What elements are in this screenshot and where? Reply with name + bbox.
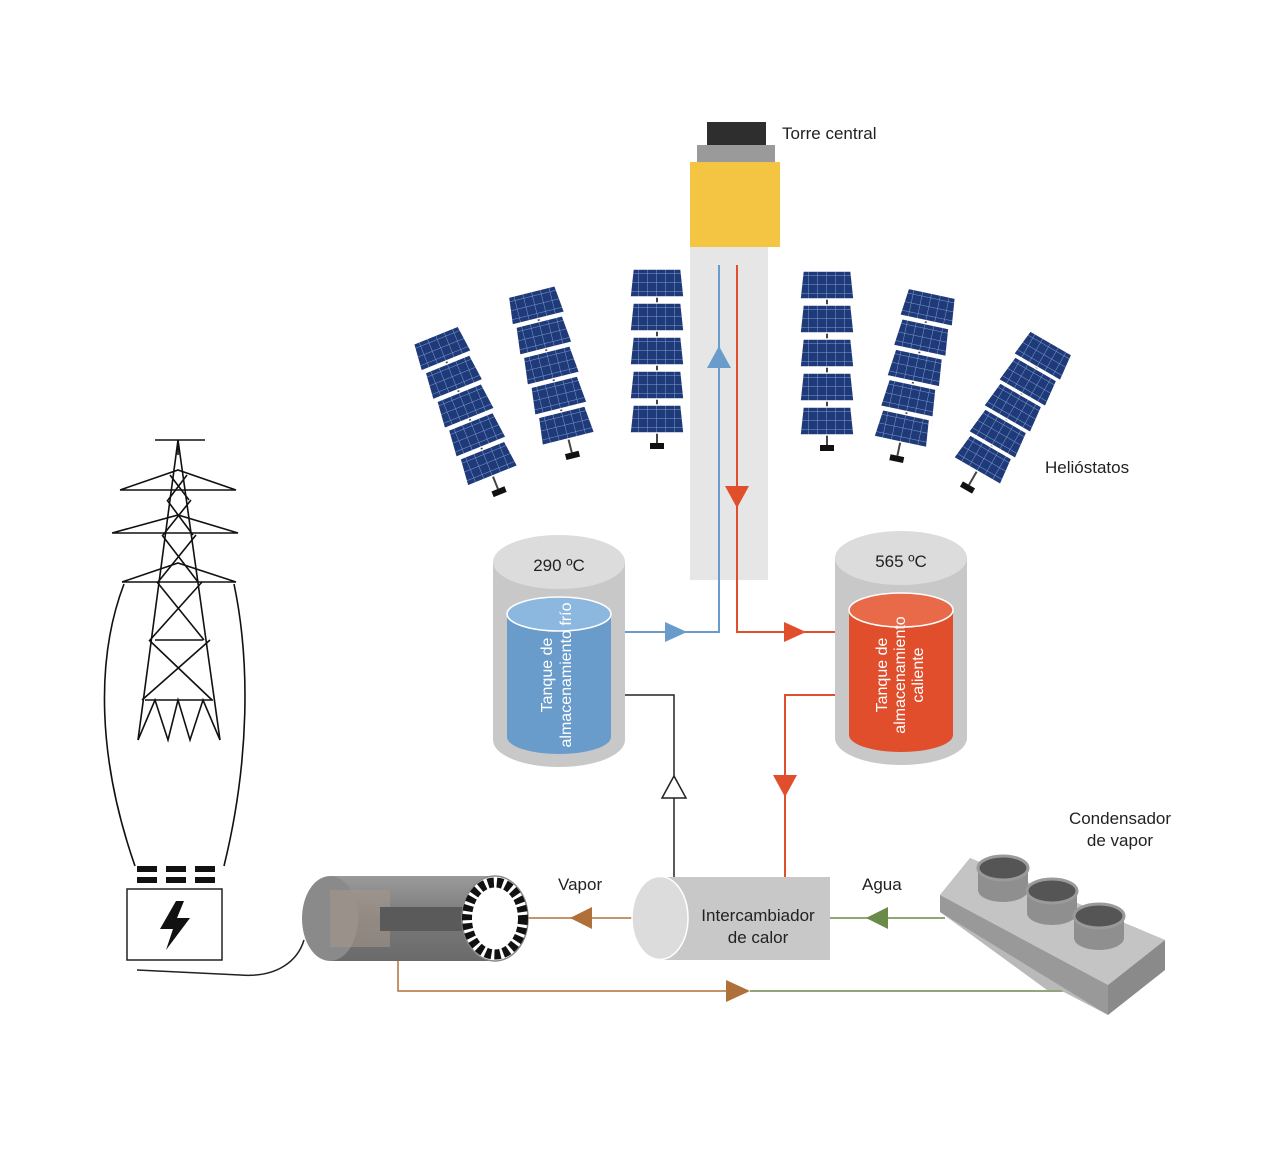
heat-exchanger [631, 875, 830, 961]
hot-tank-label-line3: caliente [910, 647, 927, 702]
hot-tank-label-line2: almacenamiento [892, 616, 909, 734]
power-cable [136, 939, 305, 977]
water-pipe [750, 907, 1080, 992]
heliostat-column-2 [504, 284, 596, 461]
cold-tank-label-line1: Tanque de [539, 638, 556, 713]
hot-tank-temperature: 565 ºC [875, 552, 927, 571]
condenser-label-line1: Condensador [1069, 809, 1171, 828]
hot-tank-label: Tanque de almacenamiento caliente [874, 616, 927, 734]
cold-storage-tank [493, 535, 625, 767]
turbine-generator [302, 875, 529, 962]
hot-salt-pipe [725, 265, 835, 877]
heliostat-column-3 [629, 268, 685, 449]
hot-tank-label-line1: Tanque de [874, 638, 891, 713]
cold-salt-pipe [623, 265, 731, 642]
tower-label: Torre central [782, 124, 876, 143]
exchanger-label-line1: Intercambiador [701, 906, 815, 925]
heliostat-column-4 [799, 270, 855, 451]
heliostat-column-5 [873, 286, 960, 464]
transmission-tower-icon [103, 439, 246, 867]
heliostats-label: Helióstatos [1045, 458, 1129, 477]
water-label: Agua [862, 875, 902, 894]
lightning-bolt-icon [160, 901, 190, 950]
exchanger-label-line2: de calor [728, 928, 789, 947]
central-tower [690, 122, 780, 580]
cold-tank-label: Tanque de almacenamiento frío [539, 602, 575, 747]
steam-label: Vapor [558, 875, 602, 894]
heliostat-column-1 [409, 324, 519, 498]
cold-tank-label-line2: almacenamiento frío [558, 602, 575, 747]
cold-tank-temperature: 290 ºC [533, 556, 585, 575]
steam-condenser [940, 854, 1165, 1015]
heliostat-column-6 [952, 328, 1076, 494]
return-pipe [623, 694, 688, 877]
condenser-label-line2: de vapor [1087, 831, 1153, 850]
hot-storage-tank [835, 531, 967, 765]
